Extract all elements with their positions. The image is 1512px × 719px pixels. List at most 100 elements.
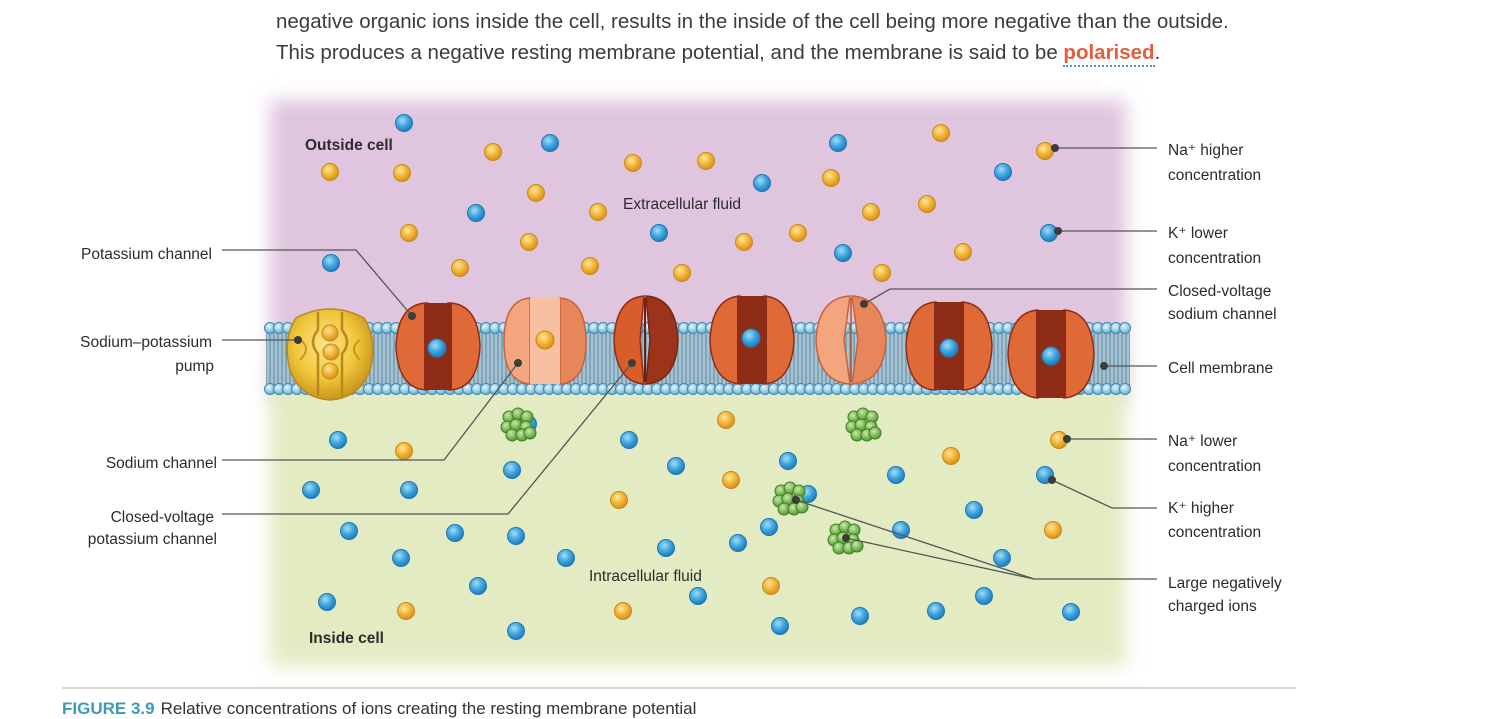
potassium-ion [467, 204, 485, 222]
pump-sodium-ion [321, 324, 339, 342]
sodium-ion [321, 163, 339, 181]
potassium-ion [927, 602, 945, 620]
leader-closed-na-channel [863, 288, 1157, 305]
potassium-ion [541, 134, 559, 152]
channel-potassium-ion [427, 338, 447, 358]
caption-divider [62, 687, 1296, 689]
potassium-ion [657, 539, 675, 557]
pump-sodium-ion [321, 362, 339, 380]
membrane-proteins [286, 295, 1095, 401]
sodium-ion [722, 471, 740, 489]
closed-na-channel-label-1: Closed-voltage [1168, 283, 1271, 300]
sodium-potassium-pump [286, 308, 374, 401]
sodium-ion [520, 233, 538, 251]
closed-voltage-sodium-channel [815, 295, 887, 385]
potassium-channel [1007, 309, 1095, 399]
sodium-ion [527, 184, 545, 202]
intracellular-fluid-label: Intracellular fluid [589, 568, 702, 585]
potassium-ion [779, 452, 797, 470]
sodium-ion [1036, 142, 1054, 160]
potassium-channel [395, 302, 481, 391]
sodium-ion [822, 169, 840, 187]
potassium-ion [829, 134, 847, 152]
potassium-ion [851, 607, 869, 625]
sodium-ion [624, 154, 642, 172]
large-ion-cluster [772, 481, 809, 516]
sodium-ion [873, 264, 891, 282]
sodium-ion [589, 203, 607, 221]
k-higher-label-2: concentration [1168, 524, 1261, 541]
paragraph-line-2-end: . [1154, 41, 1161, 64]
sodium-ion [393, 164, 411, 182]
potassium-ion [994, 163, 1012, 181]
cell-membrane [264, 322, 1131, 395]
paragraph-line-2: This produces a negative resting membran… [276, 37, 1396, 68]
sodium-ion [762, 577, 780, 595]
phospholipid-head [1119, 383, 1131, 395]
phospholipid-head [1119, 322, 1131, 334]
large-ion-bead [795, 500, 809, 514]
large-ion-cluster [845, 407, 882, 442]
sodium-potassium-pump-label-2: pump [175, 358, 214, 375]
extracellular-fluid-label: Extracellular fluid [623, 196, 741, 213]
leader-dots [294, 144, 1108, 542]
potassium-ion [318, 593, 336, 611]
leader-sodium-channel [222, 362, 519, 461]
leader-closed-k-channel [222, 362, 633, 515]
potassium-ion [975, 587, 993, 605]
potassium-ion [557, 549, 575, 567]
potassium-ion [753, 174, 771, 192]
large-ion-bead [523, 426, 537, 440]
k-lower-label-2: concentration [1168, 250, 1261, 267]
pump-sodium-ion [322, 343, 340, 361]
sodium-ion [581, 257, 599, 275]
sodium-ion [942, 447, 960, 465]
potassium-ion [887, 466, 905, 484]
sodium-ion [610, 491, 628, 509]
leader-large-ions-2 [845, 537, 1035, 580]
potassium-ion [892, 521, 910, 539]
channel-potassium-ion [741, 328, 761, 348]
sodium-ion [697, 152, 715, 170]
sodium-ion [400, 224, 418, 242]
inside-cell-label: Inside cell [309, 630, 384, 647]
k-higher-label-1: K⁺ higher [1168, 500, 1234, 517]
sodium-ion [789, 224, 807, 242]
sodium-ion [862, 203, 880, 221]
potassium-ion [729, 534, 747, 552]
potassium-ion [760, 518, 778, 536]
potassium-ion [469, 577, 487, 595]
closed-voltage-potassium-channel [613, 295, 679, 385]
sodium-ion [918, 195, 936, 213]
potassium-ion [507, 527, 525, 545]
sodium-ion [484, 143, 502, 161]
closed-na-channel-label-2: sodium channel [1168, 306, 1277, 323]
potassium-ion [771, 617, 789, 635]
membrane-heads-top [264, 322, 1131, 334]
figure-number: FIGURE 3.9 [62, 699, 155, 718]
polarised-link[interactable]: polarised [1063, 41, 1155, 67]
channel-potassium-ion [1041, 346, 1061, 366]
sodium-ion [735, 233, 753, 251]
figure-caption-text: Relative concentrations of ions creating… [160, 699, 697, 718]
closed-k-channel-label-2: potassium channel [88, 531, 217, 548]
potassium-ion [395, 114, 413, 132]
na-lower-label-1: Na⁺ lower [1168, 433, 1237, 450]
sodium-ion [954, 243, 972, 261]
channel-potassium-ion [939, 338, 959, 358]
figure-caption: FIGURE 3.9 Relative concentrations of ion… [62, 699, 696, 719]
inside-region [270, 360, 1126, 666]
paragraph-line-1: negative organic ions inside the cell, r… [276, 10, 1229, 33]
sodium-channel-label: Sodium channel [106, 455, 217, 472]
potassium-ion [503, 461, 521, 479]
sodium-ion [395, 442, 413, 460]
potassium-ion [329, 431, 347, 449]
large-negative-ions [500, 407, 882, 555]
potassium-ion [1062, 603, 1080, 621]
na-lower-label-2: concentration [1168, 458, 1261, 475]
leader-k-higher [1051, 479, 1157, 509]
large-ion-cluster [500, 407, 537, 442]
sodium-ion [1044, 521, 1062, 539]
leader-lines [222, 147, 1157, 580]
